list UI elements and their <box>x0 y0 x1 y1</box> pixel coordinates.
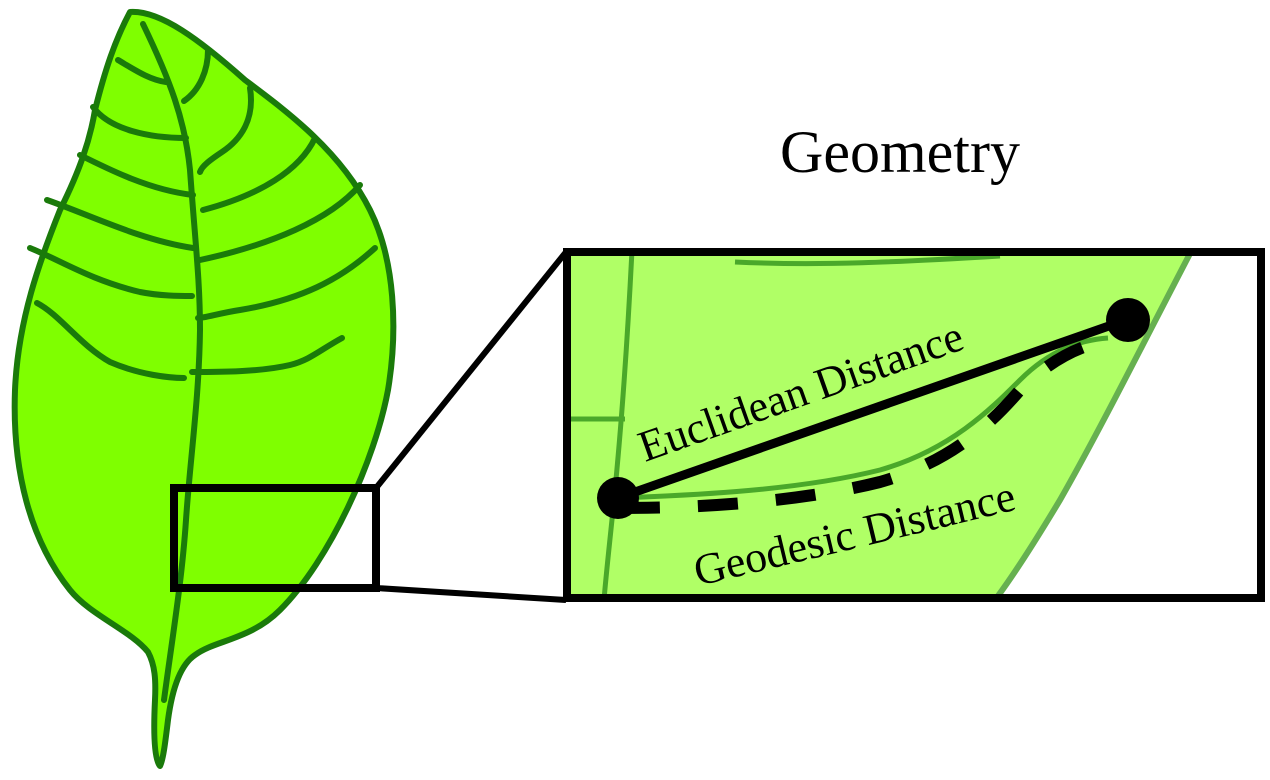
leaf-veins-left <box>27 57 196 381</box>
endpoint-right-dot <box>1106 298 1150 342</box>
inset-marker-rectangle <box>170 484 380 592</box>
euclidean-distance-path <box>616 315 1128 503</box>
leaf-midrib <box>140 21 204 703</box>
zoomed-leaf-edge <box>994 254 1194 596</box>
diagram-title: Geometry <box>780 119 1020 185</box>
magnified-leaf-region: Euclidean Distance Geodesic Distance <box>563 248 1265 602</box>
leaf-illustration <box>11 8 397 769</box>
zoomed-curved-vein <box>617 335 1109 501</box>
leaf-veins-right <box>181 47 378 375</box>
endpoint-left-dot <box>597 477 639 519</box>
zoom-panel-frame <box>563 248 1265 602</box>
zoom-connector-lines <box>373 250 569 603</box>
zoomed-vein-top <box>734 254 1001 267</box>
geodesic-distance-path <box>619 334 1112 514</box>
leaf-blade <box>11 8 397 769</box>
